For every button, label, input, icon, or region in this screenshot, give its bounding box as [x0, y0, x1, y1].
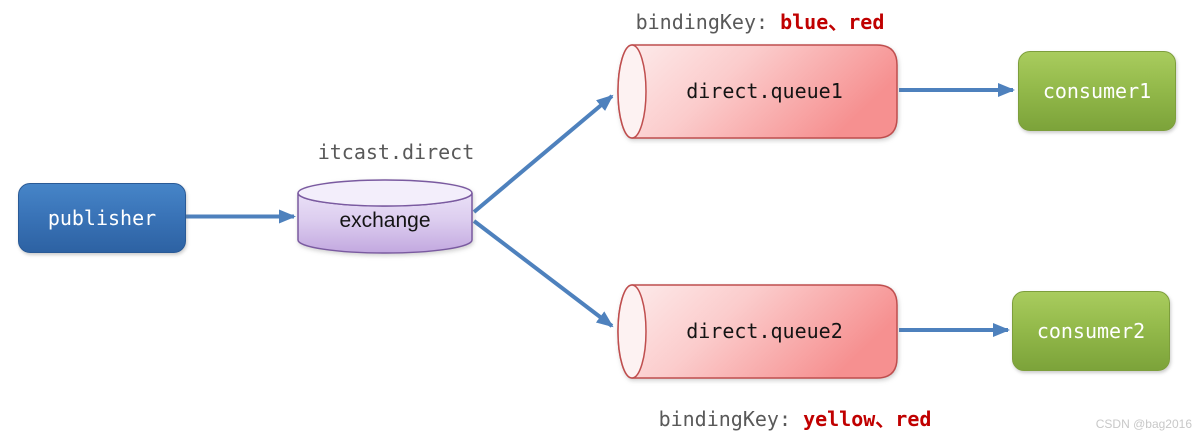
consumer2-node: consumer2 [1012, 291, 1170, 371]
queue1-cylinder [617, 44, 898, 139]
queue2-cylinder [617, 284, 898, 379]
arrow-exchange-to-queue2-icon [472, 219, 614, 328]
consumer1-node: consumer1 [1018, 51, 1176, 131]
binding-key-values-top: blue、red [780, 10, 885, 34]
queue2-label: direct.queue2 [686, 319, 843, 343]
arrow-exchange-to-queue1-icon [472, 94, 614, 214]
binding-key-values-bottom: yellow、red [803, 407, 932, 431]
queue1-label: direct.queue1 [686, 79, 843, 103]
consumer1-label: consumer1 [1042, 79, 1152, 103]
consumer2-label: consumer2 [1036, 319, 1146, 343]
watermark: CSDN @bag2016 [1095, 417, 1192, 431]
publisher-node: publisher [18, 183, 186, 253]
binding-key-prefix-top: bindingKey: [635, 10, 781, 34]
exchange-caption: itcast.direct [317, 140, 475, 164]
exchange-cylinder [297, 179, 473, 254]
binding-key-label-top: bindingKey: blue、red [615, 6, 905, 35]
publisher-label: publisher [47, 206, 157, 230]
binding-key-prefix-bottom: bindingKey: [658, 407, 804, 431]
binding-key-label-bottom: bindingKey: yellow、red [640, 403, 950, 432]
exchange-label: exchange [339, 209, 431, 232]
